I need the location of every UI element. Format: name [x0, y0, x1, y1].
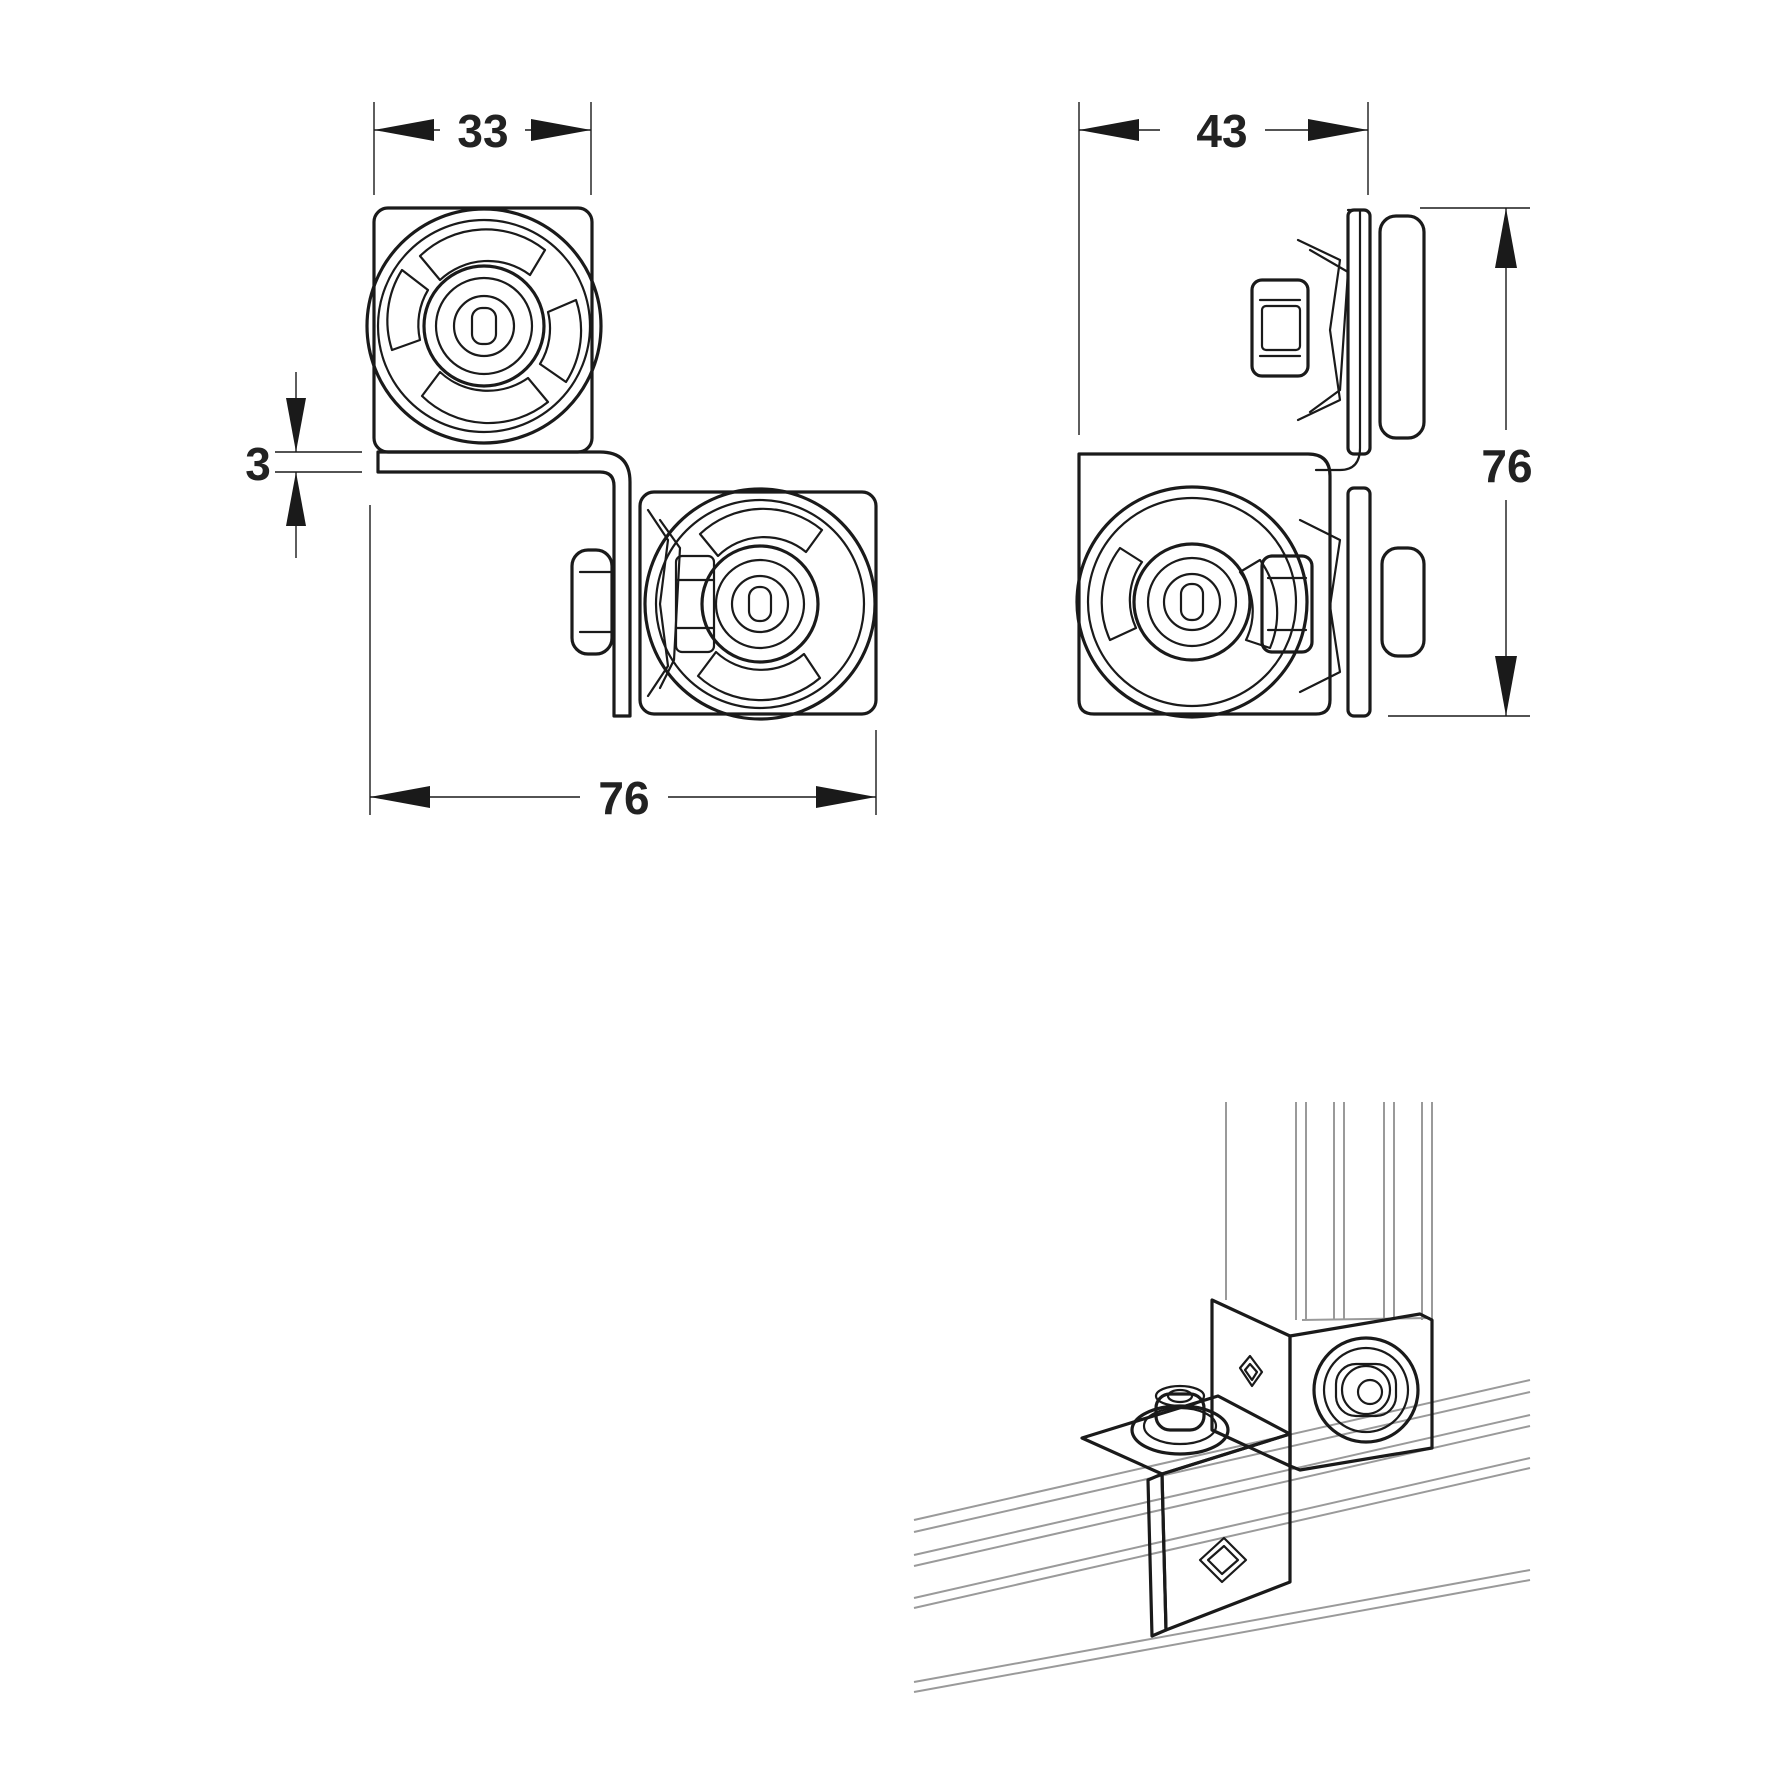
- arrow-down-icon: [1495, 656, 1517, 716]
- dimension-label-43: 43: [1196, 105, 1247, 157]
- front-view: 33 3 76: [245, 102, 878, 824]
- dimension-76-vertical: 76: [1388, 207, 1533, 717]
- side-lower: [1075, 452, 1426, 719]
- lower-plate: [570, 487, 878, 721]
- dimension-33: 33: [373, 102, 592, 195]
- horizontal-profile: [913, 1379, 1531, 1693]
- dimension-43: 43: [1078, 102, 1369, 435]
- dimension-label-76-side: 76: [1481, 440, 1532, 492]
- lower-installed-bracket: [1080, 1384, 1292, 1638]
- arrow-right-icon: [816, 786, 876, 808]
- upper-plate: [365, 206, 603, 454]
- installed-view: [913, 1102, 1531, 1693]
- dimension-label-3: 3: [245, 438, 271, 490]
- arrow-right-icon: [531, 119, 591, 141]
- dimension-label-76-front: 76: [598, 772, 649, 824]
- arrow-right-icon: [1308, 119, 1368, 141]
- dimension-label-33: 33: [457, 105, 508, 157]
- vertical-profile: [1225, 1102, 1433, 1321]
- dimension-76-horizontal: 76: [369, 505, 877, 824]
- arrow-up-icon: [1495, 208, 1517, 268]
- arrow-left-icon: [1079, 119, 1139, 141]
- arrow-down-icon: [286, 398, 306, 452]
- side-view: 43 76: [1075, 102, 1533, 719]
- dimension-3: 3: [245, 372, 362, 558]
- z-bracket: [376, 450, 632, 718]
- arrow-up-icon: [286, 472, 306, 526]
- arrow-left-icon: [374, 119, 434, 141]
- side-upper: [1250, 208, 1426, 472]
- arrow-left-icon: [370, 786, 430, 808]
